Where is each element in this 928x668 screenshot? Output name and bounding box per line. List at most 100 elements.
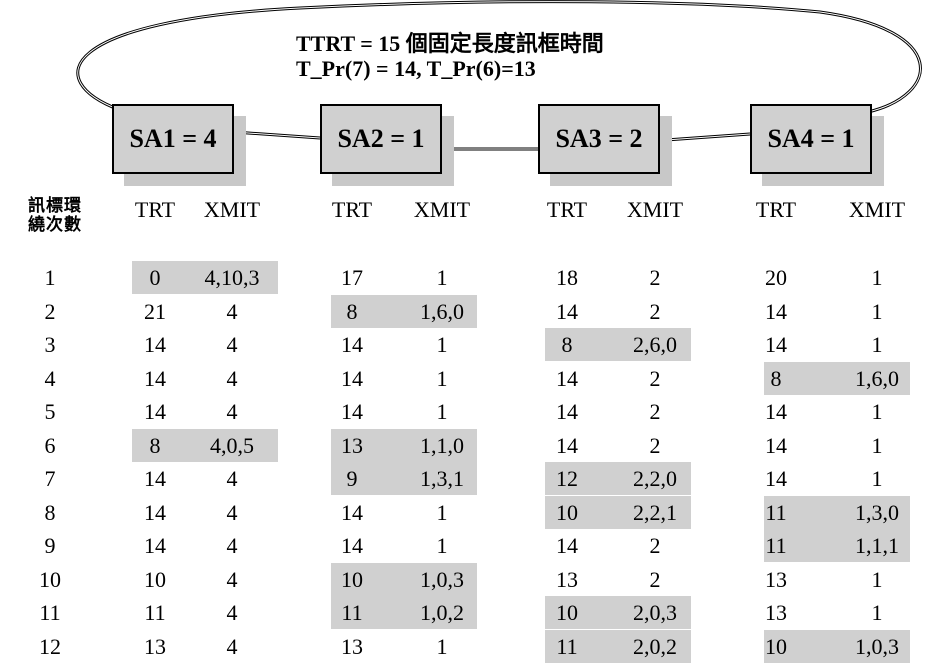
transmit-highlight [331,462,477,495]
xmit-value: 1 [871,332,883,357]
transmit-highlight [331,596,477,629]
rotation-number: 5 [44,399,56,424]
trt-value: 14 [765,432,787,458]
trt-value: 8 [149,432,161,458]
trt-value: 21 [144,298,166,324]
trt-value: 8 [346,298,358,324]
trt-value: 13 [765,566,787,592]
trt-column-header: TRT [546,197,588,222]
trt-value: 20 [765,265,787,290]
trt-value: 14 [144,466,166,491]
rotation-number: 2 [44,298,56,324]
xmit-value: 4,0,5 [210,432,254,458]
xmit-value: 1 [436,399,448,424]
xmit-value: 4 [226,332,238,357]
xmit-column-header: XMIT [848,197,906,222]
xmit-value: 2,2,1 [633,499,677,525]
transmit-highlight [132,428,278,462]
rotation-count-header-line1: 訊標環 [28,196,82,215]
trt-value: 14 [341,399,363,424]
transmit-highlight [764,361,910,395]
trt-value: 9 [346,466,358,491]
xmit-value: 2 [649,365,661,391]
xmit-value: 4 [226,633,238,659]
xmit-value: 2 [649,298,661,324]
trt-value: 14 [556,399,578,424]
trt-value: 11 [556,633,578,659]
transmit-highlight [331,562,477,596]
xmit-value: 4 [226,466,238,491]
xmit-column-header: XMIT [626,197,684,222]
trt-value: 14 [144,365,166,391]
xmit-value: 4 [226,365,238,391]
xmit-value: 1,3,0 [855,499,899,525]
xmit-value: 4 [226,533,238,558]
xmit-column-header: XMIT [203,197,261,222]
trt-column-header: TRT [331,197,373,222]
trt-value: 8 [561,332,573,357]
xmit-value: 2,0,2 [633,633,677,659]
trt-value: 14 [556,432,578,458]
xmit-value: 2 [649,432,661,458]
transmit-highlight [545,495,691,529]
xmit-value: 1,0,3 [420,566,464,592]
transmit-highlight [764,529,910,562]
transmit-highlight [764,495,910,529]
xmit-value: 1,1,1 [855,533,899,558]
xmit-value: 1 [436,499,448,525]
trt-value: 14 [341,365,363,391]
trt-value: 11 [144,600,166,625]
trt-value: 8 [770,365,782,391]
trt-value: 14 [556,298,578,324]
xmit-value: 1 [871,399,883,424]
xmit-value: 2,6,0 [633,332,677,357]
trt-value: 14 [144,399,166,424]
trt-value: 10 [556,499,578,525]
xmit-value: 4 [226,566,238,592]
trt-value: 13 [144,633,166,659]
trt-value: 14 [765,466,787,491]
trt-value: 14 [341,533,363,558]
trt-value: 14 [144,499,166,525]
trt-value: 0 [149,265,161,290]
trt-value: 10 [765,633,787,659]
trt-value: 14 [144,332,166,357]
rotation-count-header-line2: 繞次數 [28,215,82,234]
transmit-highlight [132,261,278,294]
trt-value: 10 [556,600,578,625]
trt-value: 13 [556,566,578,592]
priority-threshold-label: T_Pr(7) = 14, T_Pr(6)=13 [296,56,536,81]
rotation-count-header: 訊標環 繞次數 [28,196,82,234]
xmit-value: 1,6,0 [420,298,464,324]
rotation-number: 1 [44,265,56,290]
rotation-number: 12 [39,633,61,659]
rotation-number: 4 [44,365,56,391]
xmit-value: 2 [649,265,661,290]
xmit-value: 4 [226,399,238,424]
xmit-value: 1 [436,265,448,290]
xmit-value: 1 [436,633,448,659]
transmit-highlight [331,428,477,462]
xmit-value: 1,0,3 [855,633,899,659]
rotation-number: 9 [44,533,56,558]
xmit-value: 1 [871,566,883,592]
xmit-value: 2,2,0 [633,466,677,491]
rotation-number: 8 [44,499,56,525]
rotation-number: 3 [44,332,56,357]
transmit-highlight [545,629,691,663]
xmit-value: 2 [649,399,661,424]
trt-value: 14 [765,332,787,357]
trt-value: 13 [341,633,363,659]
xmit-value: 1 [871,600,883,625]
xmit-value: 4 [226,499,238,525]
xmit-value: 1 [436,365,448,391]
xmit-value: 1,1,0 [420,432,464,458]
xmit-value: 4 [226,298,238,324]
xmit-value: 1 [436,533,448,558]
xmit-value: 2,0,3 [633,600,677,625]
